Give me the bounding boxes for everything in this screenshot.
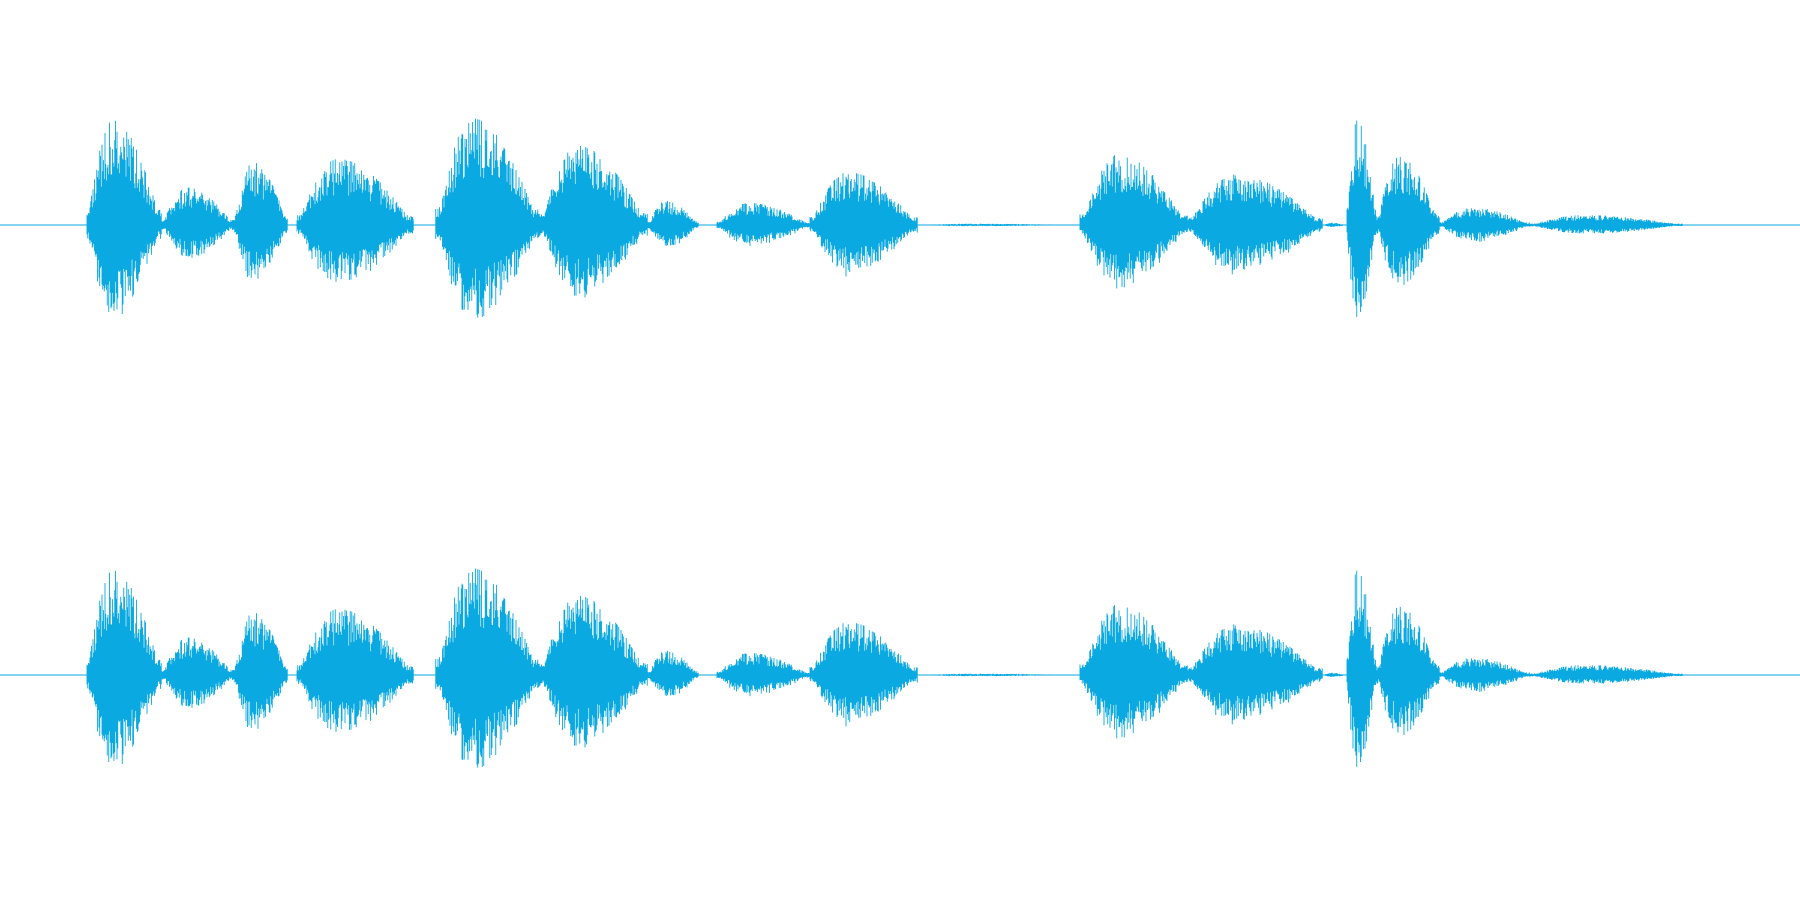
- waveform-strokes: [0, 568, 1800, 768]
- channel-1-waveform: [0, 118, 1800, 318]
- waveform-strokes: [0, 118, 1800, 318]
- channel-2-waveform: [0, 568, 1800, 768]
